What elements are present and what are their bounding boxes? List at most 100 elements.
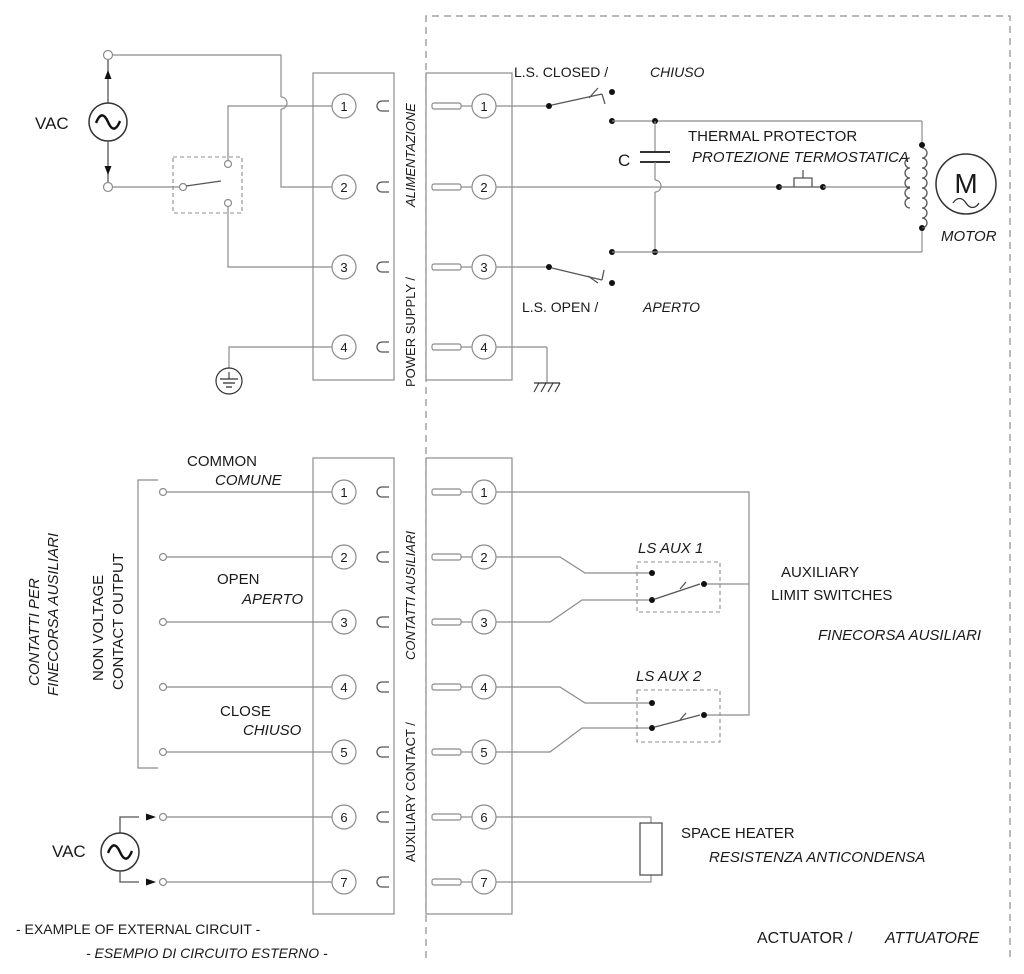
alimentazione-label: ALIMENTAZIONE bbox=[403, 103, 418, 208]
ext-aux-terminal: 4 bbox=[331, 674, 389, 700]
terminal-number: 6 bbox=[480, 810, 487, 825]
ext-aux-terminal: 3 bbox=[331, 609, 389, 635]
wire-ext-l1 bbox=[112, 54, 282, 97]
protezione-termostatica-label: PROTEZIONE TERMOSTATICA bbox=[692, 149, 909, 166]
ls-aux-1-label: LS AUX 1 bbox=[638, 540, 703, 557]
ls-aux-2-switch bbox=[636, 689, 721, 743]
limit-switches-label: LIMIT SWITCHES bbox=[771, 587, 892, 604]
vac-source-bottom bbox=[100, 813, 156, 886]
terminal-number: 7 bbox=[480, 875, 487, 890]
act-aux-terminal: 5 bbox=[431, 739, 497, 765]
actuator-label: ACTUATOR / bbox=[757, 930, 853, 947]
aperto-label-top: APERTO bbox=[642, 299, 700, 315]
ls-open-label: L.S. OPEN / bbox=[522, 299, 598, 315]
terminal-number: 5 bbox=[340, 745, 347, 760]
ext-aux-terminal: 6 bbox=[331, 804, 389, 830]
terminal-number: 4 bbox=[340, 680, 347, 695]
wire-ext-l1-hop bbox=[280, 96, 288, 110]
terminal-number: 5 bbox=[480, 745, 487, 760]
terminal-number: 3 bbox=[340, 615, 347, 630]
chiuso-label-top: CHIUSO bbox=[650, 64, 705, 80]
ext-aux-terminals: 1 2 3 4 5 6 7 bbox=[331, 479, 389, 895]
motor-label: MOTOR bbox=[941, 228, 997, 245]
power-supply-label: POWER SUPPLY / bbox=[403, 277, 418, 387]
act-power-terminal: 4 bbox=[431, 334, 497, 360]
non-voltage-label: NON VOLTAGE bbox=[90, 575, 107, 681]
finecorsa-ausiliari-label: FINECORSA AUSILIARI bbox=[818, 627, 981, 644]
ext-power-terminals: 1 2 3 4 bbox=[331, 93, 389, 360]
ext-aux-terminal: 2 bbox=[331, 544, 389, 570]
resistenza-anticondensa-label: RESISTENZA ANTICONDENSA bbox=[709, 849, 925, 866]
terminal-number: 1 bbox=[340, 485, 347, 500]
act-power-terminal: 1 bbox=[431, 93, 497, 119]
external-selector-switch bbox=[172, 156, 243, 214]
motor-symbol: M bbox=[954, 168, 977, 199]
wire-ext-earth bbox=[228, 346, 333, 372]
terminal-number: 3 bbox=[340, 260, 347, 275]
terminal-number: 6 bbox=[340, 810, 347, 825]
terminal-number: 2 bbox=[340, 550, 347, 565]
act-power-wiring bbox=[496, 87, 922, 383]
actuator-earth-icon bbox=[533, 382, 561, 393]
contact-output-label: CONTACT OUTPUT bbox=[110, 553, 127, 690]
vac-source-top bbox=[88, 49, 128, 193]
act-power-terminal: 3 bbox=[431, 254, 497, 280]
ext-aux-terminal: 7 bbox=[331, 869, 389, 895]
act-aux-terminals: 1 2 3 4 5 6 bbox=[431, 479, 497, 895]
aperto-label: APERTO bbox=[241, 591, 303, 608]
space-heater-resistor bbox=[639, 822, 663, 876]
terminal-number: 2 bbox=[480, 180, 487, 195]
vac-label-bottom: VAC bbox=[52, 842, 86, 861]
ext-power-terminal: 3 bbox=[331, 254, 389, 280]
act-power-terminals: 1 2 3 4 bbox=[431, 93, 497, 360]
external-terminal-block-power bbox=[312, 72, 395, 381]
aux-output-bracket bbox=[137, 479, 158, 769]
ls-aux-1-switch bbox=[636, 561, 721, 613]
terminal-number: 4 bbox=[480, 340, 487, 355]
contatti-ausiliari-label: CONTATTI AUSILIARI bbox=[403, 531, 418, 660]
example-external-circuit-label: - EXAMPLE OF EXTERNAL CIRCUIT - bbox=[16, 921, 261, 937]
act-aux-terminal: 6 bbox=[431, 804, 497, 830]
terminal-number: 1 bbox=[340, 99, 347, 114]
ext-power-terminal: 4 bbox=[331, 334, 389, 360]
act-power-terminal: 2 bbox=[431, 174, 497, 200]
motor-icon: M bbox=[935, 153, 997, 215]
ls-closed-label: L.S. CLOSED / bbox=[514, 64, 608, 80]
ext-aux-wires bbox=[158, 487, 333, 887]
act-aux-wiring bbox=[496, 491, 750, 883]
close-label: CLOSE bbox=[220, 703, 271, 720]
chiuso-label: CHIUSO bbox=[243, 722, 302, 739]
ext-power-terminal: 1 bbox=[331, 93, 389, 119]
act-aux-terminal: 1 bbox=[431, 479, 497, 505]
attuatore-label: ATTUATORE bbox=[884, 930, 980, 947]
ls-aux-2-label: LS AUX 2 bbox=[636, 668, 702, 685]
terminal-number: 4 bbox=[480, 680, 487, 695]
terminal-number: 4 bbox=[340, 340, 347, 355]
common-label: COMMON bbox=[187, 453, 257, 470]
vac-label-top: VAC bbox=[35, 114, 69, 133]
thermal-protector-label: THERMAL PROTECTOR bbox=[688, 128, 857, 145]
ext-aux-terminal: 1 bbox=[331, 479, 389, 505]
esempio-circuito-esterno-label: - ESEMPIO DI CIRCUITO ESTERNO - bbox=[86, 945, 328, 961]
terminal-number: 2 bbox=[340, 180, 347, 195]
act-aux-terminal: 3 bbox=[431, 609, 497, 635]
terminal-number: 3 bbox=[480, 615, 487, 630]
auxiliary-contact-label: AUXILIARY CONTACT / bbox=[403, 722, 418, 862]
ground-icon bbox=[215, 367, 243, 395]
terminal-number: 1 bbox=[480, 99, 487, 114]
terminal-number: 3 bbox=[480, 260, 487, 275]
terminal-number: 7 bbox=[340, 875, 347, 890]
contatti-per-label: CONTATTI PER bbox=[26, 578, 43, 686]
terminal-number: 1 bbox=[480, 485, 487, 500]
open-label: OPEN bbox=[217, 571, 260, 588]
auxiliary-label: AUXILIARY bbox=[781, 564, 859, 581]
motor-windings bbox=[904, 121, 928, 252]
terminal-number: 2 bbox=[480, 550, 487, 565]
ext-power-terminal: 2 bbox=[331, 174, 389, 200]
capacitor-label: C bbox=[618, 151, 630, 170]
actuator-terminal-block-power bbox=[425, 72, 513, 381]
act-aux-terminal: 4 bbox=[431, 674, 497, 700]
ext-aux-terminal: 5 bbox=[331, 739, 389, 765]
